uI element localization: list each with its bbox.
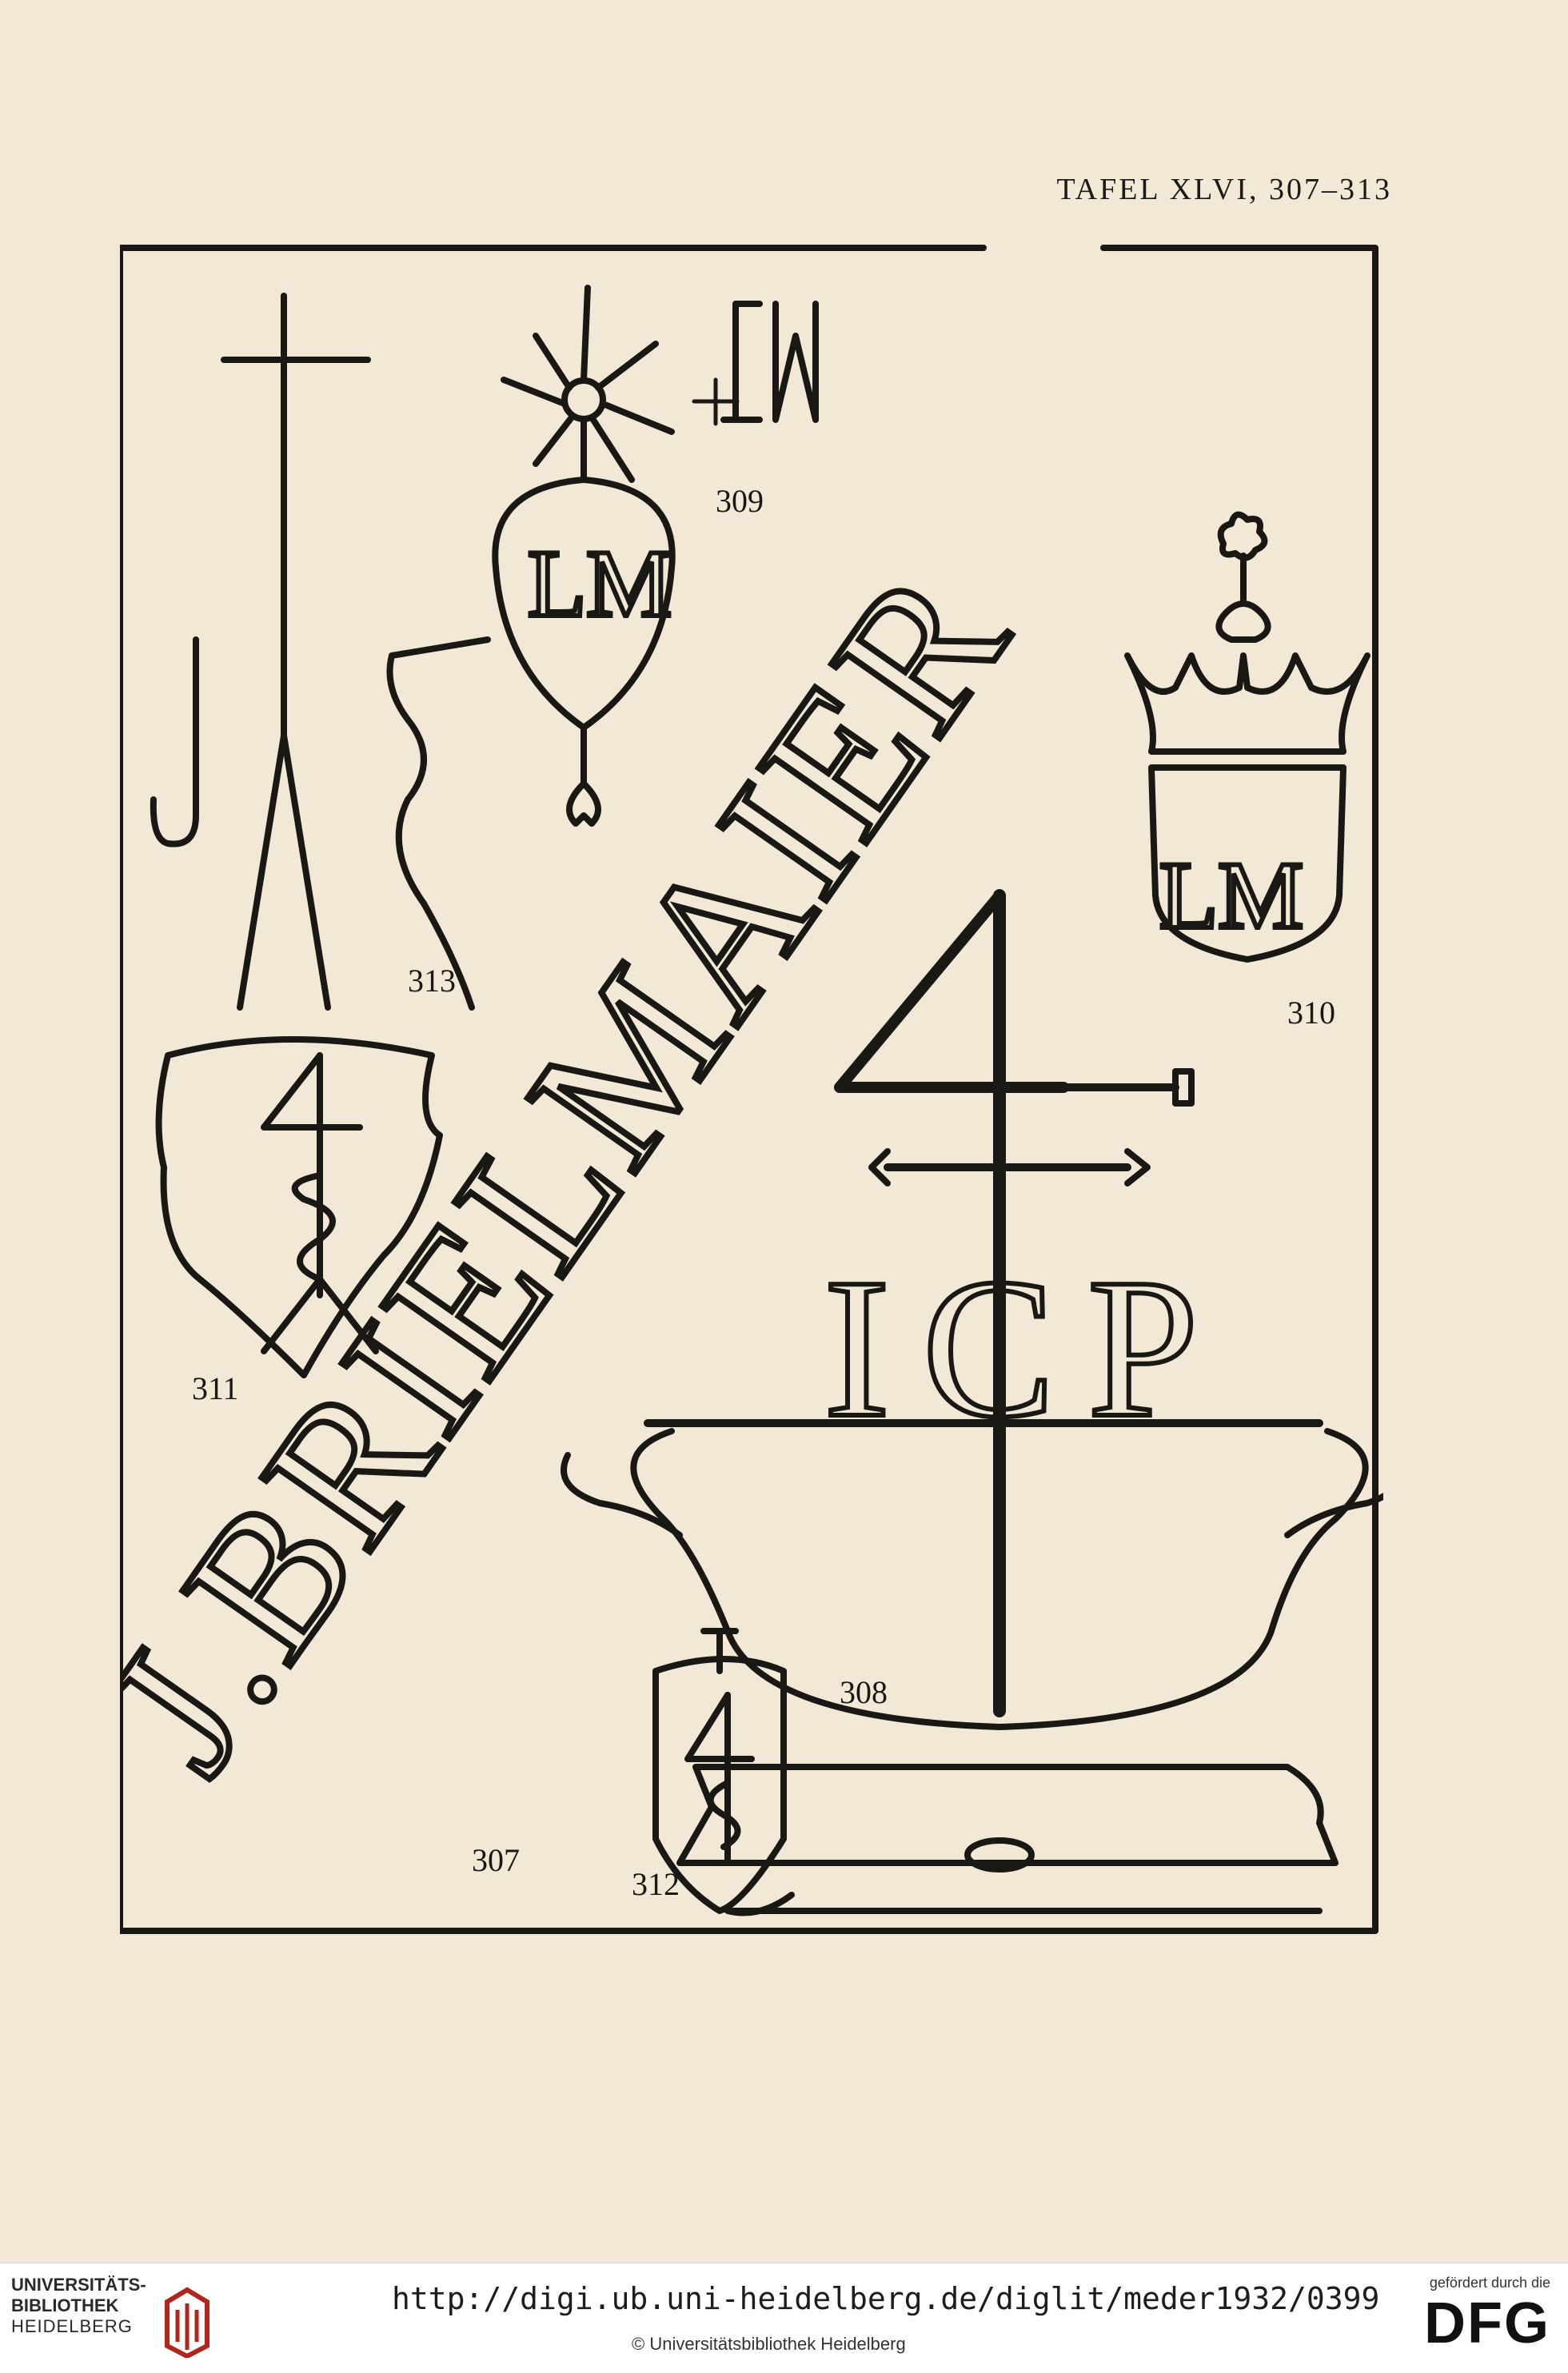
mark-310 (1124, 511, 1371, 963)
funding-caption: gefördert durch die (1429, 2275, 1550, 2291)
plate-frame (120, 245, 1378, 1934)
figure-number-310: 310 (1287, 995, 1335, 1031)
dfg-logo: DFG (1424, 2291, 1550, 2355)
watermark-plate: J.BRIELMAIER LM LM ICP 313 309 310 311 3… (120, 240, 1383, 1935)
library-name-line-1: UNIVERSITÄTS- (11, 2275, 146, 2295)
mark-311 (155, 1036, 443, 1378)
lm-oval-monogram: LM (528, 530, 672, 636)
figure-number-313: 313 (408, 963, 456, 999)
mark-309 (492, 285, 819, 827)
lm-shield-monogram: LM (1159, 842, 1303, 948)
figure-number-311: 311 (192, 1370, 239, 1406)
library-name-line-2: BIBLIOTHEK (11, 2295, 119, 2315)
watermark-drawings: J.BRIELMAIER LM LM ICP 313 309 310 311 3… (120, 245, 1383, 1934)
icp-monogram: ICP (824, 1238, 1231, 1459)
figure-number-309: 309 (716, 483, 764, 519)
scanned-page: TAFEL XLVI, 307–313 (120, 173, 1392, 1935)
library-name-line-3: HEIDELBERG (11, 2316, 133, 2336)
copyright-notice: © Universitätsbibliothek Heidelberg (632, 2334, 906, 2354)
mark-308 (561, 889, 1383, 1916)
mark-313 (150, 293, 491, 1011)
viewer-footer: UNIVERSITÄTS- BIBLIOTHEK HEIDELBERG http… (0, 2263, 1568, 2373)
plate-title: TAFEL XLVI, 307–313 (1056, 173, 1392, 206)
figure-number-312: 312 (632, 1866, 680, 1902)
figure-number-308: 308 (840, 1674, 888, 1710)
funding-notice[interactable]: gefördert durch die DFG (1390, 2275, 1550, 2355)
permalink-url[interactable]: http://digi.ub.uni-heidelberg.de/diglit/… (392, 2281, 1380, 2316)
library-logo[interactable]: UNIVERSITÄTS- BIBLIOTHEK HEIDELBERG (11, 2275, 209, 2363)
figure-number-307: 307 (472, 1842, 520, 1878)
library-emblem-icon (165, 2287, 209, 2358)
mark-312 (652, 1628, 787, 1914)
